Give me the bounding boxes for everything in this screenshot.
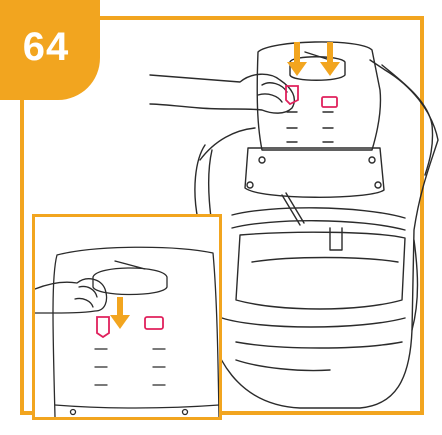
buckle-slot-icon	[322, 97, 337, 107]
inset-backrest	[53, 247, 219, 417]
buckle-highlight	[286, 86, 298, 104]
inset-handle-slot	[93, 268, 167, 295]
seat-flap	[245, 148, 384, 197]
down-arrow-icon	[110, 297, 130, 329]
inset-hand	[35, 279, 107, 313]
buckle-slot-icon	[145, 317, 163, 329]
detail-inset	[32, 214, 222, 420]
seat-shell	[195, 60, 438, 408]
inset-illustration	[35, 217, 219, 417]
hand	[150, 74, 294, 113]
step-number-badge: 64	[0, 0, 100, 100]
step-number: 64	[23, 25, 70, 70]
inset-buckle-highlight	[97, 317, 109, 337]
lower-cushion	[236, 232, 405, 309]
